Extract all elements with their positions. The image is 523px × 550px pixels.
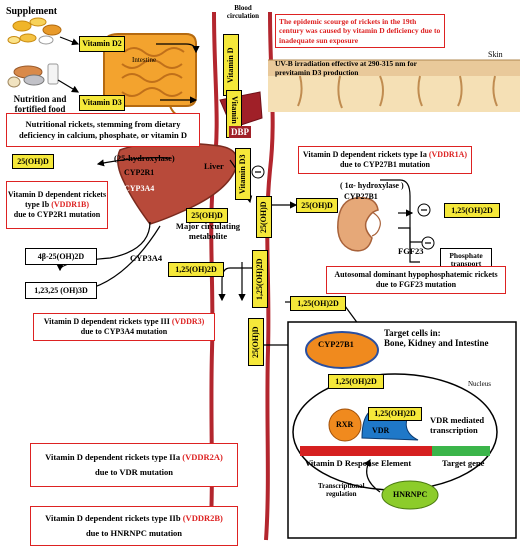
- 125ohd-vdr-box: 1,25(OH)2D: [368, 407, 422, 421]
- 125ohd-mid-box: 1,25(OH)2D: [168, 262, 224, 277]
- 25ohd-kidney-box: 25(OH)D: [296, 198, 338, 213]
- vitamin-d2-box: Vitamin D2: [79, 36, 125, 52]
- 125ohd-right-box: 1,25(OH)2D: [290, 296, 346, 311]
- vitamin-d-vessel-box: Vitamin D: [223, 34, 239, 96]
- 25ohd-vessel-box: 25(OH)D: [256, 196, 272, 238]
- 25ohd-left-box: 25(OH)D: [12, 154, 54, 169]
- hnrnpc-protein: [381, 480, 439, 510]
- blood-circulation-label: Blood circulation: [226, 4, 260, 21]
- 4b-metabolite-box: 4β-25(OH)2D: [25, 248, 97, 265]
- cyp27b1-cell-label: CYP27B1: [318, 339, 354, 349]
- vitamin-d3-box: Vitamin D3: [79, 95, 125, 111]
- rxr-protein: [328, 408, 362, 442]
- 125ohd-kidney-box: 1,25(OH)2D: [444, 203, 500, 218]
- dbp-label: DBP: [229, 126, 251, 139]
- nutrition-label: Nutrition and fortified food: [13, 94, 67, 115]
- arrow-nutrition: [57, 79, 80, 93]
- cyp2r1-label: CYP2R1: [124, 168, 155, 177]
- fgf23-label: FGF23: [398, 246, 424, 256]
- nucleus-label: Nucleus: [468, 380, 491, 388]
- supplement-pills-image: [7, 17, 62, 45]
- supplement-label: Supplement: [6, 6, 58, 17]
- nutrition-food-image: [7, 63, 59, 88]
- skin-image: [268, 59, 520, 112]
- hnrnpc-label: HNRNPC: [393, 490, 428, 499]
- intestine-image: [103, 33, 197, 117]
- epidemic-note-box: The epidemic scourge of rickets in the 1…: [275, 14, 445, 48]
- hydroxylase-1a-label: ( 1α- hydroxylase ): [340, 181, 404, 190]
- 125ohd-cell-box: 1,25(OH)2D: [328, 374, 384, 389]
- vddr2a-box: Vitamin D dependent rickets type IIa (VD…: [30, 443, 238, 487]
- vitamin-d3-vessel-box: Vitamin D3: [235, 148, 251, 200]
- 25ohd-liver-box: 25(OH)D: [186, 208, 228, 223]
- transcriptional-regulation-label: Transcriptional regulation: [318, 482, 365, 499]
- skin-label: Skin: [488, 50, 503, 59]
- 125ohd-vessel-vert-box: 1,25(OH)2D: [252, 250, 268, 308]
- cyp3a4-liver-label: CYP3A4: [124, 184, 155, 193]
- target-gene-label: Target gene: [442, 458, 485, 468]
- uvb-note: UV-B irradiation effective at 290-315 nm…: [275, 59, 417, 77]
- major-circulating-label: Major circulating metabolite: [175, 221, 241, 241]
- cyp3a4-label: CYP3A4: [130, 253, 163, 263]
- 123-metabolite-box: 1,23,25 (OH)3D: [25, 282, 97, 299]
- nutritional-rickets-box: Nutritional rickets, stemming from dieta…: [6, 113, 200, 147]
- vdre-bar: [300, 446, 432, 456]
- arrow-25oh-left: [96, 157, 171, 167]
- target-gene-bar: [432, 446, 490, 456]
- vddr3-box: Vitamin D dependent rickets type III (VD…: [33, 313, 215, 341]
- hydroxylase-25-label: (25-hydroxylase): [114, 153, 175, 163]
- vddr1a-box: Vitamin D dependent rickets type Ia (VDD…: [298, 146, 472, 174]
- rxr-label: RXR: [336, 420, 354, 429]
- liver-label: Liver: [204, 161, 224, 171]
- liver-image: [117, 142, 238, 225]
- vdr-mediated-label: VDR mediated transcription: [430, 415, 485, 435]
- kidney-image: [337, 197, 381, 252]
- arrow-supplement: [59, 36, 80, 46]
- cyp27b1-cell-enzyme: [305, 331, 379, 369]
- cyp27b1-kidney-label: CYP27B1: [344, 192, 378, 201]
- vddr1b-box: Vitamin D dependent rickets type Ib (VDD…: [6, 181, 108, 229]
- target-cells-label: Target cells in: Bone, Kidney and Intest…: [384, 328, 489, 349]
- 25ohd-lower-box: 25(OH)D: [248, 318, 264, 366]
- vdr-label: VDR: [372, 426, 390, 435]
- intestine-label: Intestine: [132, 56, 157, 64]
- adhr-box: Autosomal dominant hypophosphatemic rick…: [326, 266, 506, 294]
- vdre-label: Vitamin D Response Element: [305, 458, 412, 468]
- vddr2b-box: Vitamin D dependent rickets type IIb (VD…: [30, 506, 238, 546]
